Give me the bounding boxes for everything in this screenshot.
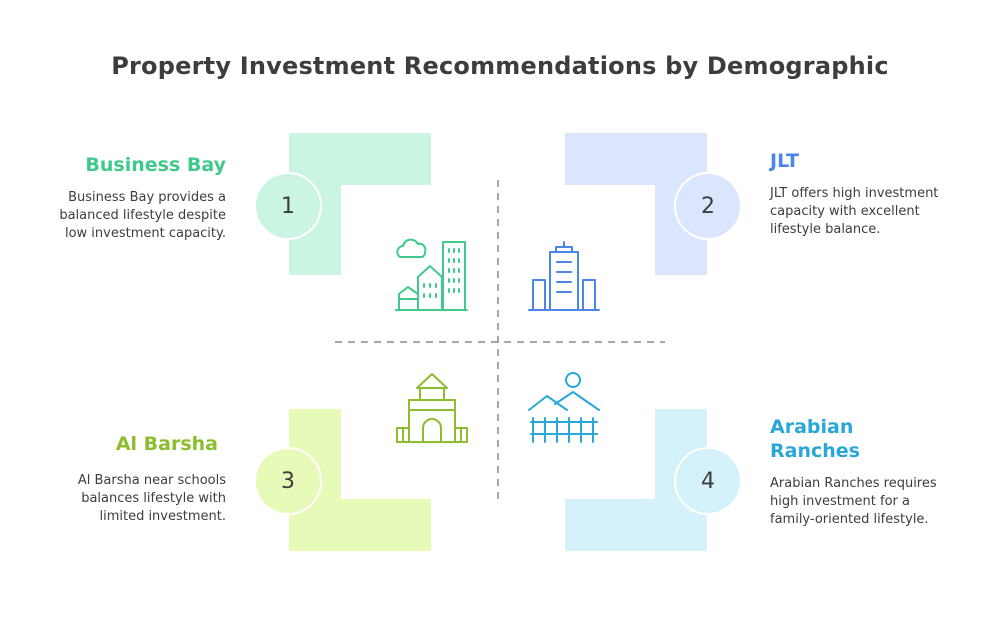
step-number-2: 2 bbox=[674, 172, 742, 240]
step-number-1: 1 bbox=[254, 172, 322, 240]
heading-al-barsha: Al Barsha bbox=[115, 433, 218, 455]
band-horizontal-4 bbox=[565, 499, 707, 551]
school-building-icon bbox=[396, 373, 468, 443]
ranch-landscape-icon bbox=[528, 372, 600, 443]
step-number-3: 3 bbox=[254, 447, 322, 515]
dashed-horizontal-divider bbox=[335, 341, 665, 343]
heading-jlt: JLT bbox=[770, 150, 799, 172]
description-arabian-ranches: Arabian Ranches requires high investment… bbox=[770, 476, 937, 527]
city-buildings-cloud-icon bbox=[395, 238, 468, 311]
skyscraper-icon bbox=[528, 241, 600, 311]
diagram-title: Property Investment Recommendations by D… bbox=[111, 52, 889, 80]
heading-arabian-ranches: Arabian Ranches bbox=[770, 416, 860, 462]
step-number-4: 4 bbox=[674, 447, 742, 515]
description-al-barsha: Al Barsha near schools balances lifestyl… bbox=[77, 473, 226, 524]
description-jlt: JLT offers high investment capacity with… bbox=[770, 186, 939, 237]
heading-business-bay: Business Bay bbox=[85, 154, 226, 176]
dashed-vertical-divider bbox=[497, 180, 499, 505]
band-horizontal-3 bbox=[289, 499, 431, 551]
band-horizontal-2 bbox=[565, 133, 707, 185]
description-business-bay: Business Bay provides a balanced lifesty… bbox=[59, 190, 226, 241]
band-horizontal-1 bbox=[289, 133, 431, 185]
